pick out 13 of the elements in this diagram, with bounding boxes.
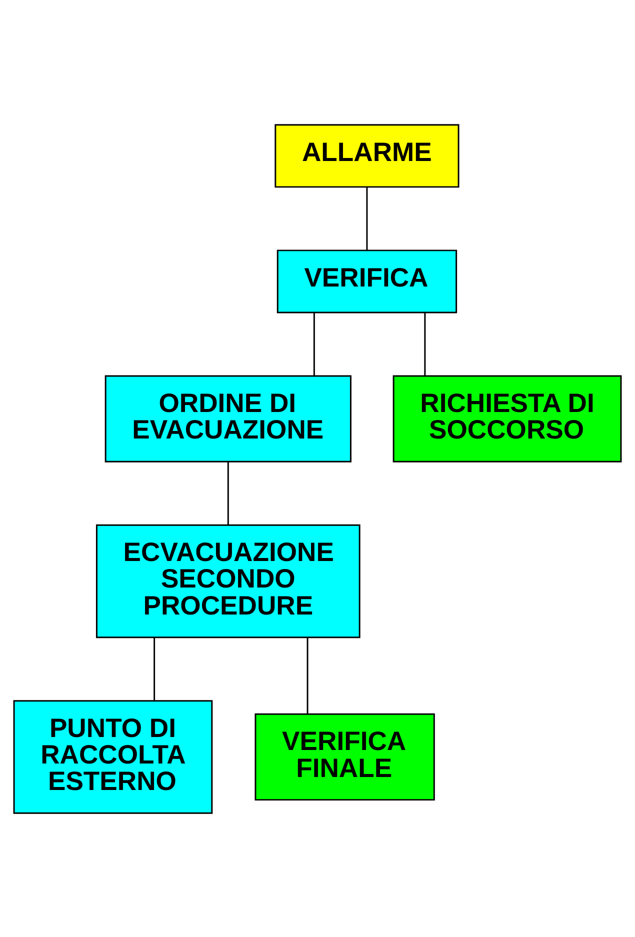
node-box: ORDINE DI EVACUAZIONE [104,374,352,462]
node-box: RICHIESTA DI SOCCORSO [392,374,622,462]
connector [154,637,156,700]
node-box: ECVACUAZIONE SECONDO PROCEDURE [96,524,360,638]
node-box: VERIFICA FINALE [254,712,435,800]
connector [227,461,229,525]
connector [424,312,426,376]
connector [306,637,308,714]
connector [366,186,368,250]
connector [313,312,315,376]
node-box: VERIFICA [276,249,458,313]
node-box: ALLARME [274,124,460,188]
node-box: PUNTO DI RACCOLTA ESTERNO [13,700,213,814]
